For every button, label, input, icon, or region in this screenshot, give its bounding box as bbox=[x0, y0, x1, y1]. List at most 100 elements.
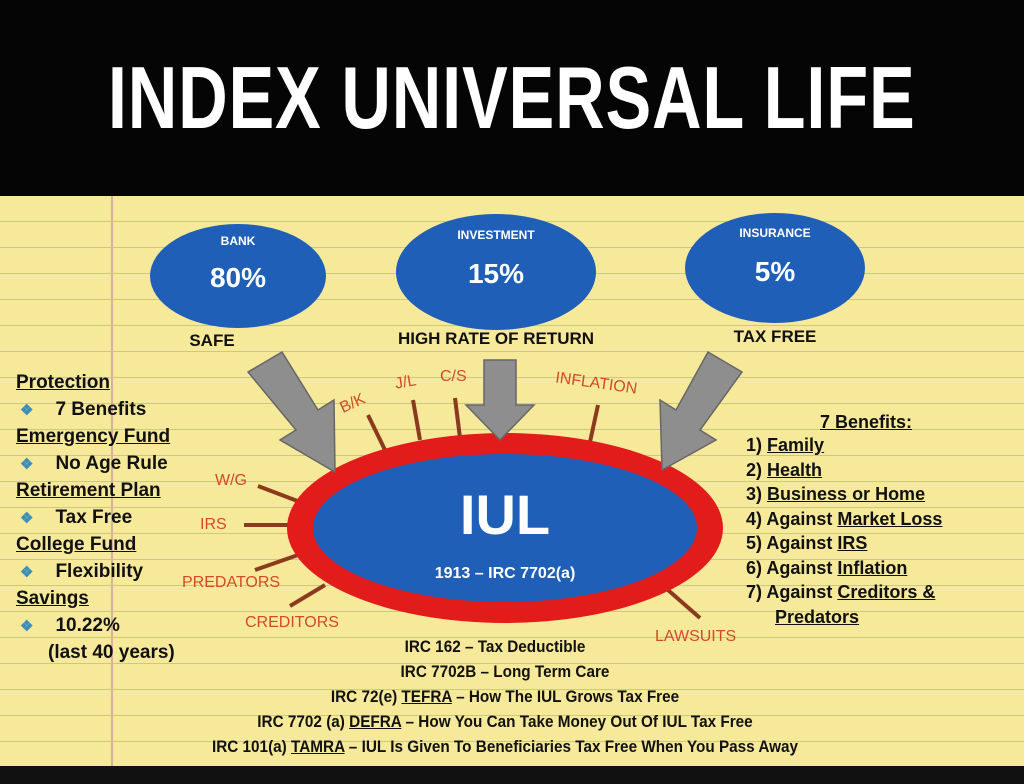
arrow-left bbox=[246, 350, 336, 474]
spoke-lines bbox=[244, 397, 702, 620]
spoke-line-bk bbox=[366, 414, 387, 451]
spoke-line-lawsuits bbox=[666, 588, 702, 620]
left-note: (last 40 years) bbox=[48, 642, 175, 663]
margin-line bbox=[111, 196, 113, 766]
spoke-irs: IRS bbox=[200, 516, 227, 533]
irc-description: – How The IUL Grows Tax Free bbox=[451, 687, 680, 706]
spoke-line-inflation bbox=[588, 404, 600, 443]
benefit-prefix: Against bbox=[766, 533, 838, 553]
left-item: ❖ No Age Rule bbox=[20, 453, 168, 475]
benefit-number: 2) bbox=[746, 459, 763, 480]
left-item: ❖ 7 Benefits bbox=[20, 399, 146, 421]
irc-code: IRC 162 – Tax Deductible bbox=[404, 637, 586, 656]
investment-label: INVESTMENT bbox=[457, 228, 535, 242]
benefit-text: IRS bbox=[837, 533, 868, 553]
insurance-caption: TAX FREE bbox=[733, 327, 817, 346]
benefit-continuation: Predators bbox=[775, 606, 860, 627]
benefit-number: 5) bbox=[746, 533, 763, 553]
spoke-creditors: CREDITORS bbox=[245, 614, 339, 631]
left-item: ❖ 10.22% bbox=[20, 615, 120, 637]
irc-code: IRC 72(e) bbox=[330, 687, 402, 706]
benefit-text: Business or Home bbox=[767, 484, 926, 504]
spoke-line-cs bbox=[453, 397, 462, 439]
investment-value: 15% bbox=[467, 258, 525, 289]
iul-label: IUL bbox=[459, 483, 551, 546]
spoke-line-creditors bbox=[288, 583, 327, 608]
spoke-line-jl bbox=[411, 399, 422, 441]
left-heading-protection: Protection bbox=[16, 372, 110, 393]
left-item-text: Flexibility bbox=[55, 561, 144, 582]
left-heading-savings: Savings bbox=[16, 588, 89, 609]
benefit-number: 1) bbox=[746, 435, 763, 455]
benefit-item: 2) Health bbox=[746, 460, 822, 481]
diamond-bullet-icon: ❖ bbox=[20, 402, 34, 419]
benefit-item: 3) Business or Home bbox=[746, 484, 925, 505]
benefit-prefix: Against bbox=[766, 557, 838, 578]
diamond-bullet-icon: ❖ bbox=[20, 510, 34, 527]
insurance-label: INSURANCE bbox=[739, 226, 811, 240]
benefit-number: 4) bbox=[746, 508, 763, 529]
irc-line: IRC 7702 (a) DEFRA – How You Can Take Mo… bbox=[257, 712, 752, 732]
left-item-text: 7 Benefits bbox=[55, 399, 147, 420]
investment-oval bbox=[396, 214, 596, 330]
spoke-predators: PREDATORS bbox=[182, 574, 281, 591]
diamond-bullet-icon: ❖ bbox=[20, 456, 34, 473]
arrow-middle bbox=[464, 359, 536, 442]
irc-act: DEFRA bbox=[349, 712, 402, 731]
header-banner: INDEX UNIVERSAL LIFE bbox=[0, 0, 1024, 196]
diamond-bullet-icon: ❖ bbox=[20, 618, 34, 635]
insurance-value: 5% bbox=[754, 256, 796, 287]
left-item: ❖ Tax Free bbox=[20, 507, 132, 529]
spoke-line-wg bbox=[257, 484, 301, 504]
spoke-cs: C/S bbox=[440, 368, 467, 385]
spoke-line-predators bbox=[254, 553, 299, 572]
page-title: INDEX UNIVERSAL LIFE bbox=[108, 48, 916, 147]
benefit-number: 3) bbox=[746, 484, 763, 504]
irc-description: – IUL Is Given To Beneficiaries Tax Free… bbox=[344, 737, 799, 756]
benefit-text: Health bbox=[767, 459, 823, 480]
irc-line: IRC 72(e) TEFRA – How The IUL Grows Tax … bbox=[331, 687, 679, 707]
left-heading-emergency: Emergency Fund bbox=[16, 426, 171, 447]
iul-sub: 1913 – IRC 7702(a) bbox=[434, 565, 576, 582]
irc-act: TAMRA bbox=[291, 737, 345, 756]
left-heading-retirement: Retirement Plan bbox=[16, 480, 161, 501]
irc-act: TEFRA bbox=[401, 687, 452, 706]
benefit-text: Inflation bbox=[837, 557, 908, 578]
investment-caption: HIGH RATE OF RETURN bbox=[397, 329, 595, 348]
benefit-item: 6) Against Inflation bbox=[746, 558, 907, 579]
benefit-item: 1) Family bbox=[746, 435, 824, 456]
bottom-bar bbox=[0, 766, 1024, 784]
irc-code: IRC 7702B – Long Term Care bbox=[400, 662, 610, 681]
benefit-item: 4) Against Market Loss bbox=[746, 509, 942, 530]
spoke-wg: W/G bbox=[215, 472, 247, 489]
benefit-number: 6) bbox=[746, 557, 763, 578]
irc-line: IRC 7702B – Long Term Care bbox=[401, 662, 610, 682]
spoke-lawsuits: LAWSUITS bbox=[655, 628, 737, 645]
insurance-oval bbox=[685, 213, 865, 323]
bank-caption: SAFE bbox=[189, 331, 235, 350]
benefit-item: 7) Against Creditors & bbox=[746, 582, 935, 603]
bank-oval bbox=[150, 224, 326, 328]
benefit-item: 5) Against IRS bbox=[746, 533, 867, 554]
irc-line: IRC 162 – Tax Deductible bbox=[405, 637, 586, 657]
left-item-text: No Age Rule bbox=[55, 453, 168, 474]
benefits-title: 7 Benefits: bbox=[820, 412, 913, 432]
irc-code: IRC 7702 (a) bbox=[257, 712, 350, 731]
irc-line: IRC 101(a) TAMRA – IUL Is Given To Benef… bbox=[212, 737, 798, 757]
left-item-text: Tax Free bbox=[55, 507, 133, 528]
benefit-number: 7) bbox=[746, 582, 763, 602]
benefit-text: Family bbox=[767, 435, 825, 455]
left-heading-college: College Fund bbox=[16, 534, 137, 555]
iul-inner-oval bbox=[313, 454, 697, 602]
benefit-prefix: Against bbox=[766, 508, 838, 529]
left-item: ❖ Flexibility bbox=[20, 561, 143, 583]
irc-description: – How You Can Take Money Out Of IUL Tax … bbox=[401, 712, 753, 731]
irc-code: IRC 101(a) bbox=[211, 737, 292, 756]
benefit-text: Creditors & bbox=[837, 582, 936, 602]
bank-value: 80% bbox=[209, 262, 267, 293]
spoke-jl: J/L bbox=[393, 372, 418, 393]
diamond-bullet-icon: ❖ bbox=[20, 564, 34, 581]
bank-label: BANK bbox=[220, 234, 256, 248]
left-item-text: 10.22% bbox=[55, 615, 120, 636]
